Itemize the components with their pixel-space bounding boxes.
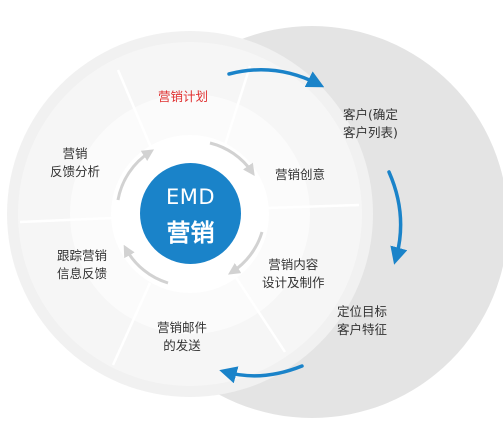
arrow-target-to-send	[219, 364, 304, 384]
step-label: 定位目标	[337, 304, 388, 319]
outer-flow-arrows	[219, 68, 408, 384]
segment-marketing-creative: 营销创意	[275, 166, 325, 184]
step-label: 客户特征	[337, 322, 388, 337]
segment-content-design: 营销内容 设计及制作	[262, 256, 325, 292]
segment-label: 营销创意	[275, 167, 326, 182]
segment-label: 的发送	[163, 338, 201, 353]
segment-label: 营销内容	[268, 257, 319, 272]
segment-label: 设计及制作	[262, 275, 325, 290]
hub-title: EMD	[165, 185, 216, 209]
segment-label: 营销计划	[158, 89, 209, 104]
segment-feedback-analysis: 营销 反馈分析	[50, 145, 100, 181]
arrow-plan-to-customer	[227, 68, 325, 88]
segment-label: 营销	[62, 146, 88, 161]
hub-subtitle: 营销	[166, 219, 215, 247]
segment-email-send: 营销邮件 的发送	[157, 319, 207, 355]
segment-label: 跟踪营销	[57, 248, 108, 263]
segment-dividers	[19, 65, 360, 366]
segment-label: 营销邮件	[157, 320, 208, 335]
arrow-customer-to-target	[387, 170, 408, 265]
segment-marketing-plan: 营销计划	[158, 88, 208, 106]
segment-tracking-feedback: 跟踪营销 信息反馈	[57, 247, 107, 283]
inner-cycle-arrows	[116, 141, 264, 285]
step-label: 客户列表)	[343, 125, 398, 140]
step-customer-list: 客户(确定 客户列表)	[343, 106, 398, 142]
emd-hub: EMD 营销	[140, 163, 241, 264]
step-target-features: 定位目标 客户特征	[337, 303, 387, 339]
segment-label: 信息反馈	[57, 266, 108, 281]
step-label: 客户(确定	[343, 107, 398, 122]
segment-label: 反馈分析	[50, 164, 101, 179]
